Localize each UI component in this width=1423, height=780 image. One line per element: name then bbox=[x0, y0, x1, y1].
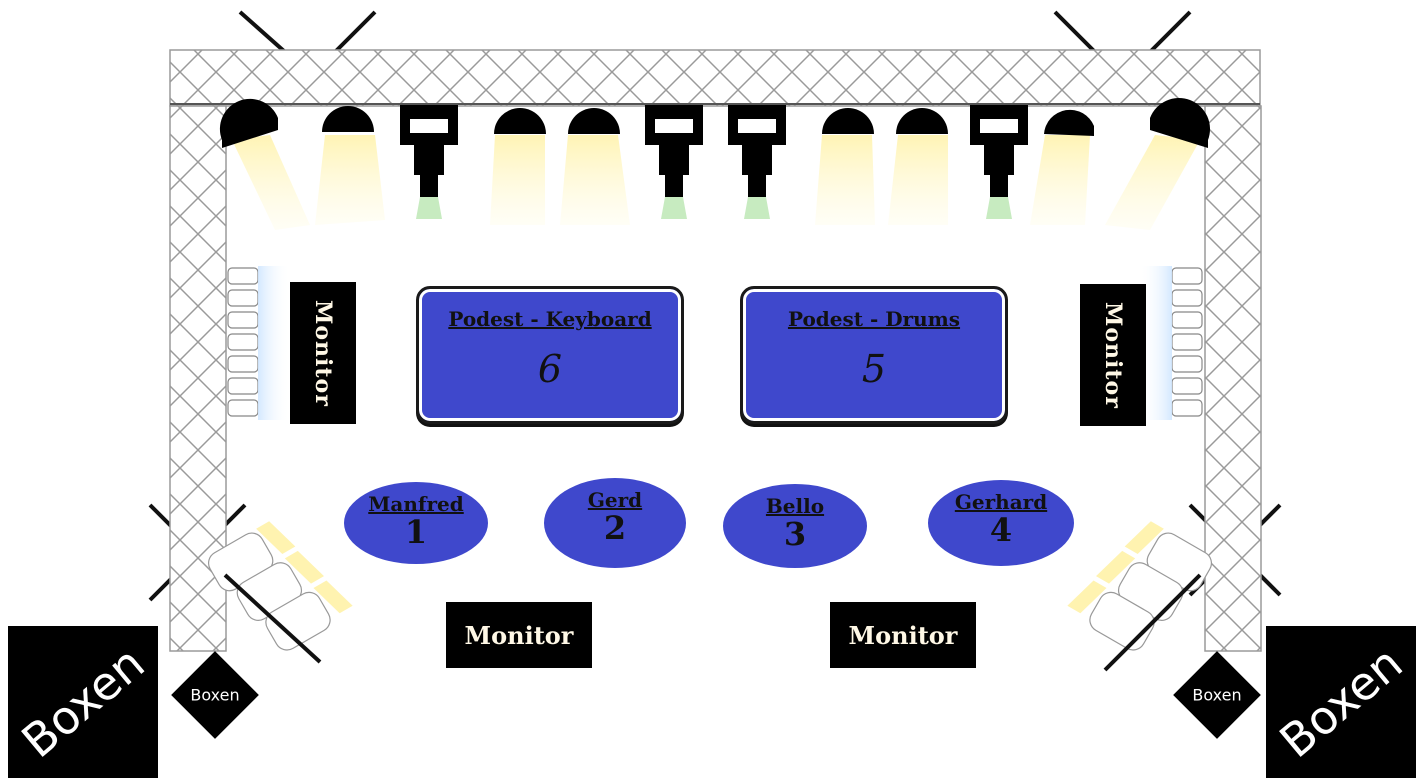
monitor-front-left-label: Monitor bbox=[464, 620, 574, 650]
musician-number: 3 bbox=[783, 515, 807, 553]
monitor-right-side-label: Monitor bbox=[1100, 301, 1126, 409]
podest-keyboard: Podest - Keyboard 6 bbox=[416, 286, 684, 424]
truss-right bbox=[1204, 105, 1262, 652]
musician-number: 1 bbox=[404, 513, 428, 551]
musician-name: Manfred bbox=[368, 492, 464, 516]
speaker-left-large-label: Boxen bbox=[11, 635, 155, 769]
front-light-bank-right bbox=[1067, 521, 1213, 672]
musician-position-4: Gerhard 4 bbox=[928, 480, 1074, 566]
profile-spotlights bbox=[400, 105, 1028, 219]
musician-position-1: Manfred 1 bbox=[344, 482, 488, 564]
musician-position-3: Bello 3 bbox=[723, 484, 867, 568]
speaker-right-small-label: Boxen bbox=[1192, 685, 1242, 705]
musician-number: 2 bbox=[603, 509, 627, 547]
speaker-right-large-label: Boxen bbox=[1269, 635, 1413, 769]
musician-name: Bello bbox=[765, 494, 825, 518]
truss-top bbox=[169, 49, 1261, 107]
monitor-front-left: Monitor bbox=[446, 602, 592, 668]
musician-position-2: Gerd 2 bbox=[544, 478, 686, 568]
podest-keyboard-number: 6 bbox=[537, 347, 563, 391]
podest-drums: Podest - Drums 5 bbox=[740, 286, 1008, 424]
podest-drums-title: Podest - Drums bbox=[787, 307, 961, 331]
side-par-right bbox=[1140, 266, 1203, 420]
speaker-right-large: Boxen bbox=[1266, 626, 1416, 778]
musician-name: Gerd bbox=[587, 488, 643, 512]
monitor-front-right-label: Monitor bbox=[848, 620, 958, 650]
light-beams bbox=[232, 135, 1200, 230]
dome-spotlights bbox=[219, 98, 1210, 148]
front-light-bank-left bbox=[207, 521, 353, 664]
musician-name: Gerhard bbox=[954, 490, 1048, 514]
podest-keyboard-title: Podest - Keyboard bbox=[448, 307, 652, 331]
monitor-right-side: Monitor bbox=[1080, 284, 1146, 426]
speaker-left-large: Boxen bbox=[8, 626, 158, 778]
podest-drums-number: 5 bbox=[861, 347, 887, 391]
musician-number: 4 bbox=[989, 511, 1013, 549]
monitor-left-side: Monitor bbox=[290, 282, 356, 424]
monitor-front-right: Monitor bbox=[830, 602, 976, 668]
speaker-left-small-label: Boxen bbox=[190, 685, 240, 705]
monitor-left-side-label: Monitor bbox=[310, 299, 336, 407]
side-par-left bbox=[227, 266, 290, 420]
